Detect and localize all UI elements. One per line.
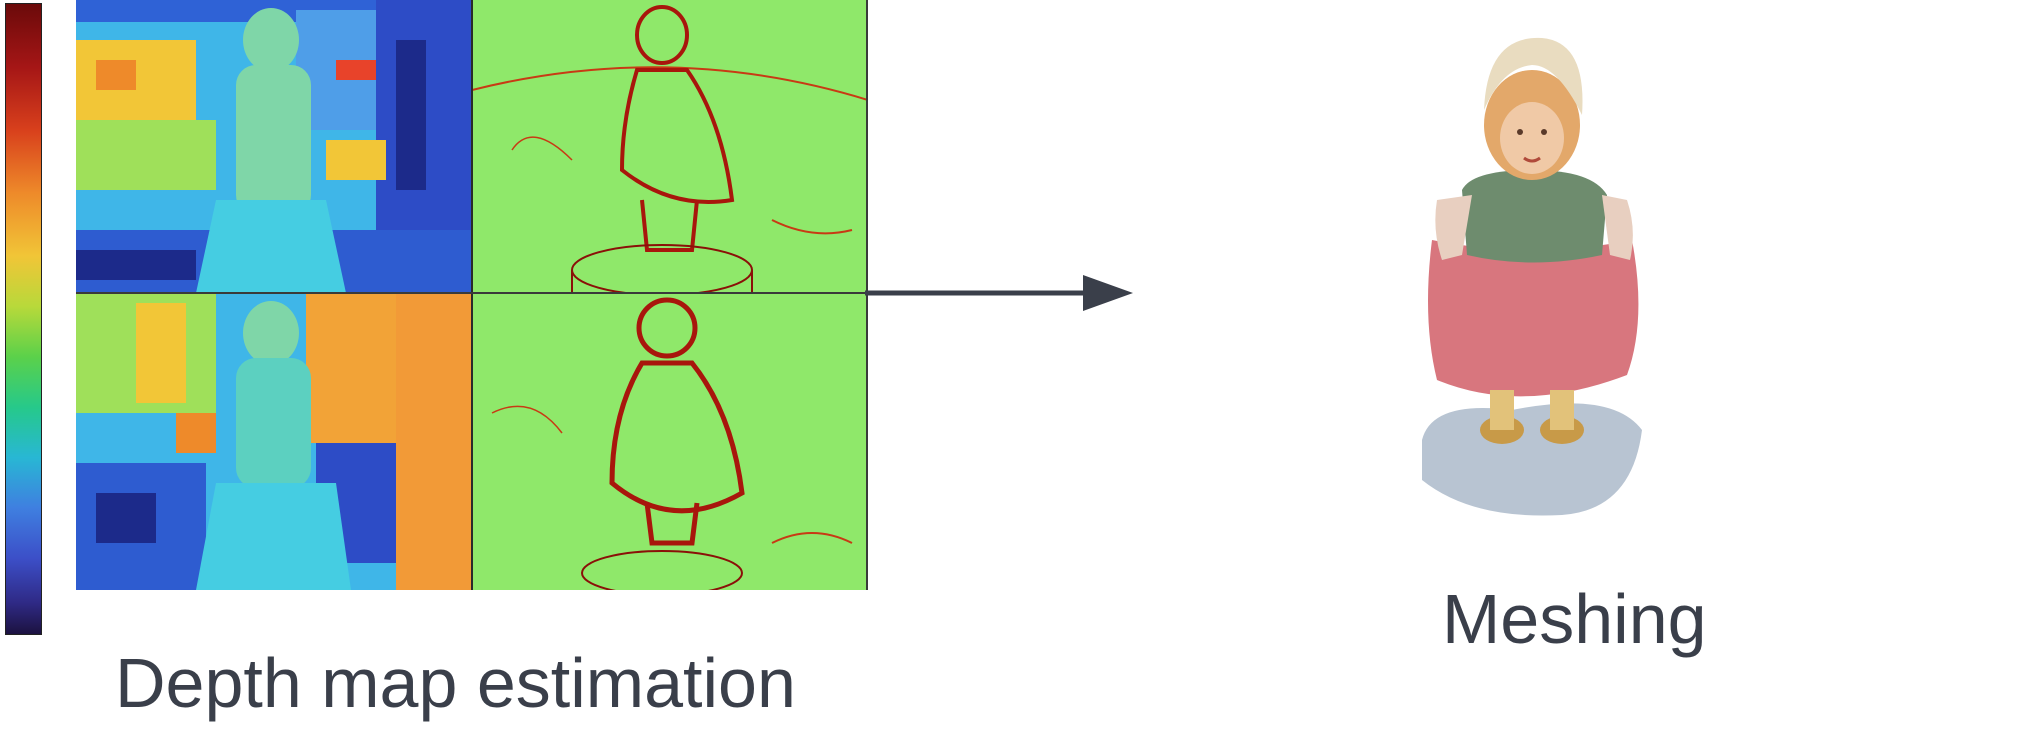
confidence-map-top — [472, 0, 868, 293]
arrow-right-icon — [865, 275, 1133, 311]
grid-divider-vertical — [471, 0, 473, 590]
doll-mesh-figure — [1422, 37, 1642, 516]
grid-divider-horizontal — [76, 292, 868, 294]
depth-map-bottom — [76, 293, 472, 590]
depth-map-top — [76, 0, 472, 293]
colorbar — [5, 3, 42, 635]
mesh-stage-label: Meshing — [1442, 580, 1707, 658]
confidence-map-bottom — [472, 293, 868, 590]
depth-stage-label: Depth map estimation — [115, 644, 796, 722]
depth-map-grid — [76, 0, 868, 590]
